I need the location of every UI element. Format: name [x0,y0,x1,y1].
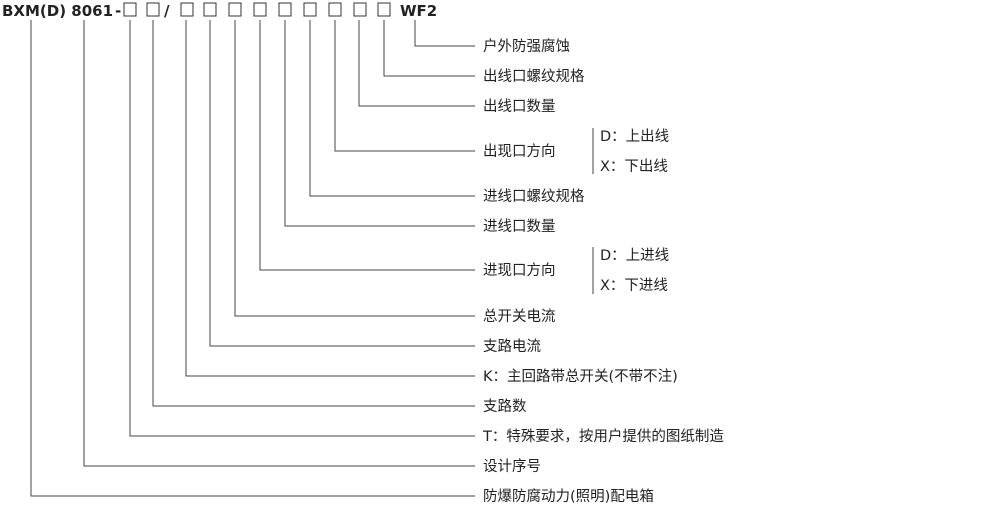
label-inlet-direction: 进现口方向 [483,262,556,279]
code-box-outlet-direction [328,2,342,17]
leader-line-7 [259,20,475,271]
leader-line-8 [234,20,475,317]
label-main-switch-current: 总开关电流 [483,308,556,325]
leader-line-11 [152,20,475,407]
code-box-branch-count [146,2,160,17]
leader-line-13 [83,20,475,467]
leader-line-4 [334,20,475,152]
code-box-inlet-count [278,2,292,17]
code-box-inlet-thread [303,2,317,17]
code-box-branch-current [203,2,217,17]
outlet-option-up: D：上出线 [600,128,669,145]
label-branch-current: 支路电流 [483,338,541,355]
leader-line-12 [129,20,475,437]
leader-line-14 [30,20,475,497]
label-outlet-thread-spec: 出线口螺纹规格 [483,68,585,85]
outlet-option-down: X：下出线 [600,158,668,175]
label-inlet-count: 进线口数量 [483,218,556,235]
model-suffix: WF2 [400,2,437,20]
leader-line-5 [309,20,475,197]
leader-line-1 [414,20,475,47]
label-outlet-count: 出线口数量 [483,98,556,115]
model-dash: - [115,2,121,20]
code-box-special [123,2,137,17]
inlet-option-up: D：上进线 [600,247,669,264]
code-box-inlet-direction [253,2,267,17]
leader-line-9 [209,20,475,347]
leader-line-10 [185,20,475,377]
label-outlet-direction: 出现口方向 [483,143,556,160]
label-inlet-thread-spec: 进线口螺纹规格 [483,188,585,205]
label-outdoor-anticorrosion: 户外防强腐蚀 [483,37,570,55]
label-special-requirement: T：特殊要求，按用户提供的图纸制造 [482,428,724,445]
inlet-option-down: X：下进线 [600,277,668,294]
code-box-outlet-thread [377,2,391,17]
leader-line-3 [358,20,475,107]
code-box-outlet-count [353,2,367,17]
leader-line-6 [284,20,475,227]
code-box-main-current [228,2,242,17]
model-prefix: BXM(D) 8061 [2,2,113,20]
label-product-name: 防爆防腐动力(照明)配电箱 [483,487,654,505]
label-design-serial: 设计序号 [483,458,541,475]
leader-line-2 [383,20,475,77]
label-main-switch-option: K：主回路带总开关(不带不注) [483,368,678,385]
model-slash: / [164,2,170,20]
label-branch-count: 支路数 [483,398,527,415]
code-box-main-switch [180,2,194,17]
